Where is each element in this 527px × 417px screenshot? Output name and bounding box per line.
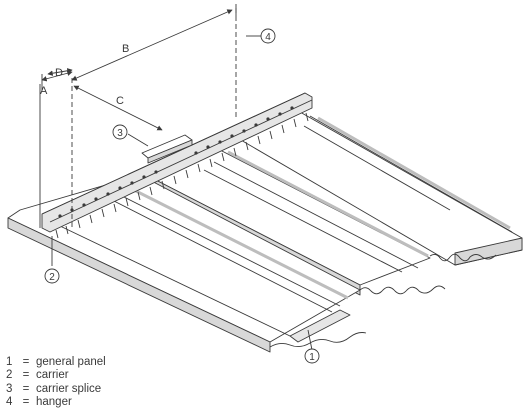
legend-number: 2 [6, 369, 13, 382]
general-panel-front [7, 174, 367, 353]
callout-leaders [51, 35, 313, 351]
dimension-label-d: D [55, 67, 63, 79]
legend-label: hanger [36, 396, 72, 409]
callout-4-number: 4 [265, 32, 271, 43]
legend-separator: = [22, 396, 30, 409]
general-panel-rear [233, 111, 523, 266]
legend: 1 = general panel 2 = carrier 3 = carrier spli… [6, 356, 106, 410]
legend-row: 2 = carrier [6, 369, 106, 382]
legend-label: carrier splice [36, 382, 102, 395]
legend-row: 4 = hanger [6, 396, 106, 409]
dimension-lines [41, 4, 237, 131]
legend-separator: = [22, 369, 30, 382]
legend-row: 1 = general panel [6, 356, 106, 369]
carrier-splice [141, 134, 193, 164]
dimension-label-a: A [40, 85, 48, 97]
callout-3-number: 3 [117, 128, 123, 139]
callout-2: 2 [44, 268, 60, 284]
legend-label: general panel [36, 356, 106, 368]
legend-number: 1 [6, 356, 13, 368]
callout-2-number: 2 [49, 272, 55, 283]
carrier-rail [41, 92, 313, 233]
callout-1: 1 [304, 348, 320, 364]
legend-number: 3 [6, 382, 13, 395]
dimension-label-b: B [122, 43, 129, 55]
legend-number: 4 [6, 396, 13, 409]
legend-row: 3 = carrier splice [6, 383, 106, 396]
carrier-holes [58, 106, 294, 218]
callout-4: 4 [260, 28, 276, 44]
hanger-lines [71, 8, 237, 230]
legend-separator: = [22, 382, 30, 395]
callout-1-number: 1 [309, 352, 315, 363]
carrier-teeth [55, 112, 309, 239]
legend-separator: = [22, 356, 30, 368]
dimension-label-c: C [116, 95, 124, 107]
callout-3: 3 [112, 124, 128, 140]
legend-label: carrier [36, 369, 69, 382]
